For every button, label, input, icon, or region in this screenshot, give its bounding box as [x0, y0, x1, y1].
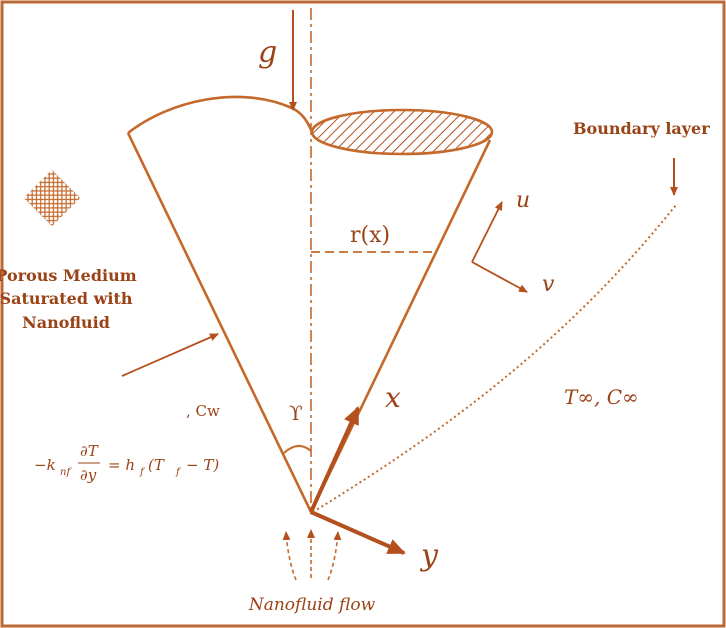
- bc-rhs-sub2: f: [175, 467, 182, 478]
- x-axis-label: x: [385, 381, 401, 414]
- half-angle-label: ϒ: [289, 401, 303, 425]
- x-axis-arrow: [309, 406, 360, 513]
- gravity-label: g: [258, 35, 277, 70]
- y-axis-arrow: [310, 510, 406, 555]
- cone-cap-hatched-ellipse: [310, 108, 494, 156]
- porous-label-line2: Saturated with: [0, 289, 133, 308]
- velocity-u-label: u: [516, 188, 530, 213]
- bc-rhs-sub: f: [139, 467, 146, 478]
- flow-arrow-left: [282, 531, 297, 581]
- nanofluid-flow-label: Nanofluid flow: [248, 595, 376, 615]
- bc-frac-num: ∂T: [80, 442, 99, 460]
- ambient-label: T∞, C∞: [564, 385, 639, 409]
- velocity-v-arrow: [471, 261, 528, 293]
- y-axis-label: y: [419, 538, 439, 573]
- flow-arrow-right: [327, 531, 342, 581]
- radius-label: r(x): [350, 223, 390, 248]
- porous-label-line1: Porous Medium: [0, 266, 137, 285]
- bc-frac-den: ∂y: [80, 466, 97, 484]
- bc-rhs-end: − T): [186, 456, 219, 474]
- half-angle-arc: [283, 445, 312, 454]
- cone-top-curve: [127, 95, 313, 135]
- porous-mesh-icon: [23, 169, 81, 227]
- wall-pointer-arrow: [121, 333, 219, 377]
- bc-lhs-sub: nf: [60, 467, 72, 478]
- porous-label-line3: Nanofluid: [22, 313, 110, 332]
- boundary-condition-equation: −k nf ∂T ∂y = h f (T f − T): [34, 442, 219, 484]
- bc-lhs: −k: [34, 456, 56, 474]
- boundary-layer-curve: [312, 204, 677, 513]
- bc-rhs-paren: (T: [148, 456, 165, 474]
- velocity-u-arrow: [471, 201, 503, 263]
- boundary-layer-label: Boundary layer: [573, 119, 710, 138]
- cone-outline: [126, 132, 492, 515]
- bc-rhs: = h: [108, 456, 135, 474]
- velocity-v-label: v: [542, 272, 555, 297]
- wall-concentration-label: , Cw: [186, 402, 220, 420]
